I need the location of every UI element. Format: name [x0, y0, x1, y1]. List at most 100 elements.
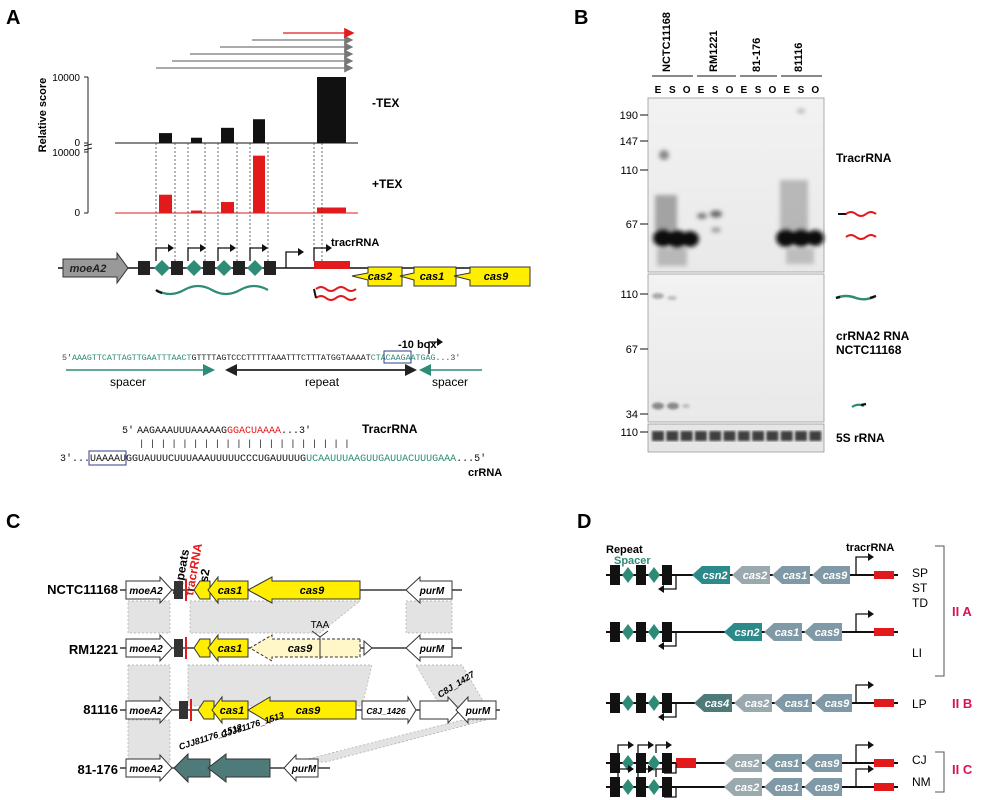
panel-label-a: A: [6, 7, 20, 29]
gene-csn2: [724, 623, 762, 641]
svg-text:moeA2: moeA2: [129, 764, 163, 775]
tick-bottom-max: 10000: [52, 148, 80, 159]
species-ST: ST: [912, 581, 928, 595]
panel-label-b: B: [574, 7, 588, 29]
gene-csn2: [692, 566, 730, 584]
gene-cas2: [734, 694, 772, 712]
crispr-array: [138, 260, 276, 276]
base-pairing: | | | | | | | | | | | | | | | | | | | |: [139, 439, 350, 449]
legend-repeat: Repeat: [606, 544, 643, 556]
marker-67: 67: [626, 219, 638, 231]
gene-cas9: [804, 754, 842, 772]
tracrRNA-label: tracrRNA: [331, 237, 379, 249]
moeA2-gene: [62, 251, 129, 285]
species-TD: TD: [912, 596, 928, 610]
row-NCTC11168: moeA2 cas1 cas9 purM: [120, 575, 462, 605]
plus-tex-bar: [253, 155, 265, 213]
minus-tex-bar: [317, 77, 346, 143]
gene-cas9: [812, 566, 850, 584]
svg-text:cas1: cas1: [218, 643, 242, 655]
gene-label: cas9: [815, 758, 840, 770]
track-label-minus-tex: -TEX: [372, 96, 399, 110]
panel-label-c: C: [6, 511, 20, 533]
gene-cas2: [724, 754, 762, 772]
crRNA-bands: [652, 293, 690, 410]
gene-label: cas2: [735, 782, 759, 794]
5S-band: [780, 431, 793, 441]
gene-cas1: [772, 566, 810, 584]
lane-label: O: [769, 85, 777, 96]
svg-text:moeA2: moeA2: [129, 586, 163, 597]
5S-band: [737, 431, 750, 441]
track-label-plus-tex: +TEX: [372, 177, 402, 191]
crRNA-label: crRNA: [468, 467, 502, 479]
gene-cas1: [774, 694, 812, 712]
gene-label: cas1: [775, 627, 799, 639]
blot-crRNA: [647, 273, 825, 423]
lane-label: E: [698, 85, 705, 96]
species-NM: NM: [912, 775, 931, 789]
5S-band: [766, 431, 779, 441]
lane-label: E: [783, 85, 790, 96]
class-IIA: II A: [952, 604, 972, 619]
gene-cas9: [814, 694, 852, 712]
minus10-box-label: -10 box: [398, 339, 437, 351]
tracr-bands: [653, 109, 824, 266]
blot-label-tracrRNA: TracrRNA: [836, 151, 892, 165]
strain-label-NCTC11168: NCTC11168: [47, 582, 118, 597]
lane-label: E: [655, 85, 662, 96]
5S-band: [680, 431, 693, 441]
strain-label-RM1221: RM1221: [69, 642, 118, 657]
svg-text:cas1: cas1: [220, 705, 244, 717]
svg-text:cas1: cas1: [218, 585, 242, 597]
gene-cas1: [764, 778, 802, 796]
transcript-arrows: [156, 27, 355, 73]
lane-label: S: [755, 85, 762, 96]
class-IIC: II C: [952, 762, 973, 777]
plus-tex-bar: [317, 207, 346, 213]
5S-band: [809, 431, 822, 441]
gene-label: cas9: [823, 570, 848, 582]
gene-cas1: [764, 623, 802, 641]
strain-label-81116: 81116: [83, 702, 118, 717]
lane-label: O: [683, 85, 691, 96]
lane-label: O: [726, 85, 734, 96]
gene-label: cas1: [775, 782, 799, 794]
5S-band: [752, 431, 765, 441]
legend-spacer: Spacer: [614, 555, 651, 567]
blot-label-crRNA-2: NCTC11168: [836, 343, 902, 357]
marker-147: 147: [620, 136, 638, 148]
strain-NCTC11168: NCTC11168: [661, 12, 673, 72]
gene-label: cas1: [775, 758, 799, 770]
marker-110: 110: [620, 165, 638, 177]
gene-label: cas4: [705, 698, 729, 710]
blot-label-crRNA-1: crRNA2 RNA: [836, 329, 910, 343]
gene-label: cas9: [815, 782, 840, 794]
marker-190: 190: [620, 110, 638, 122]
minus-tex-bar: [253, 119, 265, 143]
svg-text:C8J_1426: C8J_1426: [366, 706, 406, 716]
lane-label: O: [811, 85, 819, 96]
crRNA-box: [88, 450, 127, 466]
5S-band: [723, 431, 736, 441]
row-RM1221: moeA2 cas1 cas9 TAA purM: [120, 620, 462, 663]
strain-81-176: 81-176: [751, 38, 763, 72]
svg-text:purM: purM: [419, 644, 445, 655]
marker-110-5s: 110: [620, 427, 638, 439]
lane-label: E: [740, 85, 747, 96]
svg-text:cas9: cas9: [296, 705, 321, 717]
tracrRNA-wave: [315, 286, 357, 301]
tracr-duplex-label: TracrRNA: [362, 422, 418, 436]
gene-cas9: [804, 778, 842, 796]
stop-codon-TAA: TAA: [311, 620, 330, 631]
svg-text:purM: purM: [291, 764, 317, 775]
svg-text:purM: purM: [465, 706, 491, 717]
gene-cas9: cas9: [484, 271, 509, 283]
gene-cas2: [732, 566, 770, 584]
repeat-label: repeat: [305, 375, 340, 389]
gene-label: csn2: [702, 570, 727, 582]
gene-label: cas2: [743, 570, 767, 582]
